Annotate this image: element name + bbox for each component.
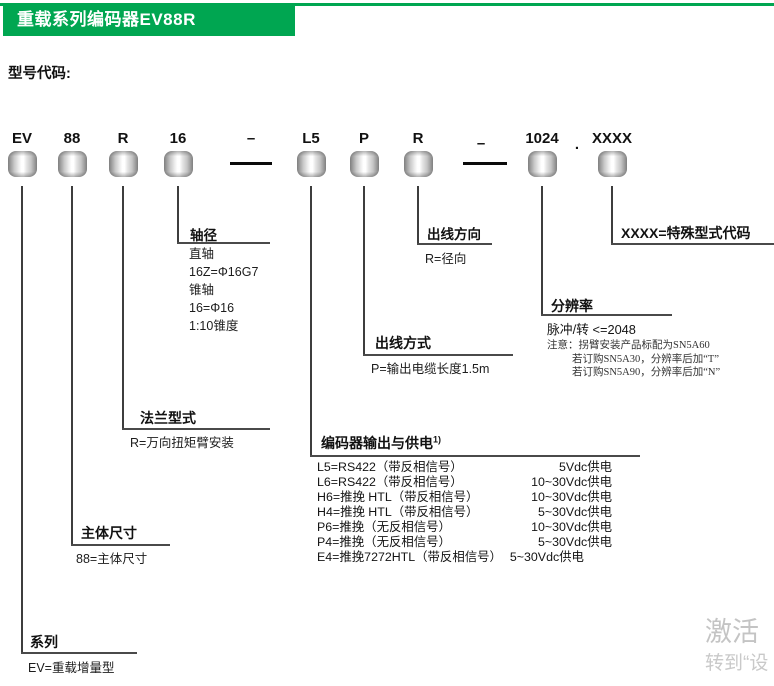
output-supply-row: P6=推挽（无反相信号） 10~30Vdc供电 <box>317 520 612 535</box>
connector-xxxx <box>611 186 613 245</box>
callout-cable-title: 出线方式 <box>375 335 431 351</box>
callout-output-supply-underline <box>310 455 640 457</box>
callout-shaft-lines: 直轴 16Z=Φ16G7 锥轴 16=Φ16 1:10锥度 <box>189 245 258 335</box>
output-supply-row: L6=RS422（带反相信号） 10~30Vdc供电 <box>317 475 612 490</box>
callout-flange-line: R=万向扭矩臂安装 <box>130 436 234 450</box>
callout-shaft-underline <box>177 242 270 244</box>
callout-series-title: 系列 <box>30 634 58 650</box>
callout-resolution-title: 分辨率 <box>551 298 593 314</box>
connector-1024 <box>541 186 543 316</box>
supply-voltage: 5Vdc供电 <box>558 460 612 474</box>
output-option: P6=推挽（无反相信号） <box>317 520 451 534</box>
code-box-16 <box>164 151 193 177</box>
dash-separator-line-1 <box>230 162 272 165</box>
supply-voltage: 10~30Vdc供电 <box>531 490 612 504</box>
watermark-activate-text: 激活 <box>705 617 759 647</box>
callout-direction-title: 出线方向 <box>427 227 481 242</box>
output-supply-title-text: 编码器输出与供电 <box>321 435 433 451</box>
output-supply-footnote-ref: 1) <box>433 434 442 445</box>
output-supply-row: H6=推挽 HTL（带反相信号） 10~30Vdc供电 <box>317 490 612 505</box>
output-option: H4=推挽 HTL（带反相信号） <box>317 505 479 519</box>
supply-voltage: 10~30Vdc供电 <box>531 475 612 489</box>
callout-resolution-underline <box>541 314 672 316</box>
top-green-rule <box>0 3 774 6</box>
output-option: H6=推挽 HTL（带反相信号） <box>317 490 479 504</box>
supply-voltage: 10~30Vdc供电 <box>531 520 612 534</box>
model-code-label: 型号代码: <box>8 66 71 82</box>
code-box-ev <box>8 151 37 177</box>
callout-direction-underline <box>417 243 492 245</box>
shaft-line: 1:10锥度 <box>189 319 239 333</box>
code-box-l5 <box>297 151 326 177</box>
code-label-dash1: – <box>246 130 256 147</box>
callout-body-size-underline <box>71 544 170 546</box>
connector-l5 <box>310 186 312 457</box>
resolution-notes: 注意：拐臂安装产品标配为SN5A60 若订购SN5A30，分辨率后加“T” 若订… <box>547 339 720 380</box>
callout-series-underline <box>21 652 137 654</box>
code-box-88 <box>58 151 87 177</box>
watermark-goto-settings-text: 转到“设 <box>705 653 769 674</box>
code-label-r2: R <box>412 130 424 147</box>
shaft-line: 锥轴 <box>189 283 215 297</box>
output-supply-rows: L5=RS422（带反相信号） 5Vdc供电 L6=RS422（带反相信号） 1… <box>317 460 612 565</box>
shaft-line: 16=Φ16 <box>189 301 235 315</box>
output-supply-row: P4=推挽（无反相信号） 5~30Vdc供电 <box>317 535 612 550</box>
code-label-1024: 1024 <box>525 130 559 147</box>
connector-16 <box>177 186 179 244</box>
callout-cable-underline <box>363 354 513 356</box>
code-label-p: P <box>358 130 369 147</box>
code-box-r1 <box>109 151 138 177</box>
callout-cable-line: P=输出电缆长度1.5m <box>371 362 490 376</box>
code-label-88: 88 <box>63 130 81 147</box>
resolution-value: 脉冲/转 <=2048 <box>547 322 636 337</box>
output-option: L5=RS422（带反相信号） <box>317 460 463 474</box>
resolution-note: 若订购SN5A30，分辨率后加“T” <box>572 353 719 365</box>
resolution-note: 注意：拐臂安装产品标配为SN5A60 <box>547 340 710 351</box>
callout-body-size-line: 88=主体尺寸 <box>76 552 148 566</box>
supply-voltage: 5~30Vdc供电 <box>537 505 612 519</box>
section-header-title: 重载系列编码器EV88R <box>17 10 196 29</box>
code-label-r1: R <box>117 130 129 147</box>
code-label-ev: EV <box>11 130 32 147</box>
callout-shaft-title: 轴径 <box>190 228 217 243</box>
output-option: L6=RS422（带反相信号） <box>317 475 463 489</box>
dash-separator-line-2 <box>463 162 507 165</box>
shaft-line: 直轴 <box>189 247 215 261</box>
callout-special-underline <box>611 243 774 245</box>
code-label-dash2: – <box>476 135 486 152</box>
resolution-note: 若订购SN5A90，分辨率后加“N” <box>572 367 721 378</box>
callout-flange-underline <box>122 428 270 430</box>
section-header: 重载系列编码器EV88R <box>3 3 295 36</box>
code-label-l5: L5 <box>302 130 320 147</box>
connector-r1 <box>122 186 124 430</box>
code-box-r2 <box>404 151 433 177</box>
output-supply-row: H4=推挽 HTL（带反相信号） 5~30Vdc供电 <box>317 505 612 520</box>
code-box-p <box>350 151 379 177</box>
connector-p <box>363 186 365 356</box>
callout-output-supply-title: 编码器输出与供电1) <box>321 433 441 453</box>
code-label-xxxx: XXXX <box>591 130 633 147</box>
code-box-1024 <box>528 151 557 177</box>
callout-series-line: EV=重载增量型 <box>28 661 115 675</box>
output-supply-row: L5=RS422（带反相信号） 5Vdc供电 <box>317 460 612 475</box>
callout-direction-line: R=径向 <box>425 252 467 266</box>
output-supply-row: E4=推挽7272HTL（带反相信号） 5~30Vdc供电 <box>317 550 612 565</box>
connector-88 <box>71 186 73 546</box>
output-option: E4=推挽7272HTL（带反相信号） <box>317 550 502 564</box>
code-label-dot: . <box>574 136 580 153</box>
connector-ev <box>21 186 23 654</box>
connector-r2 <box>417 186 419 245</box>
supply-voltage: 5~30Vdc供电 <box>537 535 612 549</box>
callout-special-title: XXXX=特殊型式代码 <box>621 225 751 241</box>
callout-flange-title: 法兰型式 <box>140 410 196 426</box>
callout-body-size-title: 主体尺寸 <box>81 525 137 541</box>
output-option: P4=推挽（无反相信号） <box>317 535 451 549</box>
shaft-line: 16Z=Φ16G7 <box>189 265 259 279</box>
supply-voltage: 5~30Vdc供电 <box>509 550 584 564</box>
code-box-xxxx <box>598 151 627 177</box>
code-label-16: 16 <box>169 130 187 147</box>
